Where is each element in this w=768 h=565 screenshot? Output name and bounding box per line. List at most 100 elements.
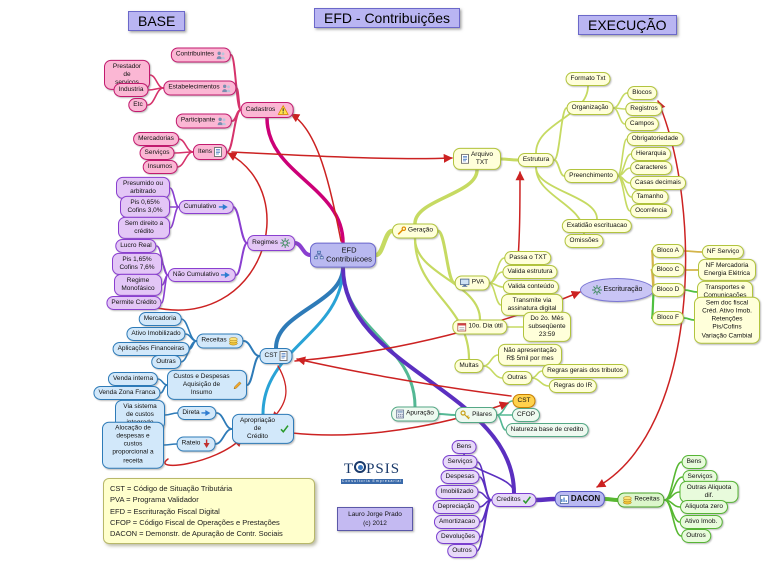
- node-insumos[interactable]: Insumos: [142, 159, 178, 175]
- node-lucroreal[interactable]: Lucro Real: [115, 238, 157, 254]
- node-ativoimob2[interactable]: Ativo Imob.: [679, 514, 723, 530]
- node-caracteres[interactable]: Caracteres: [630, 160, 672, 176]
- node-regrasir[interactable]: Regras do IR: [548, 378, 598, 394]
- node-regimes[interactable]: Regimes: [247, 235, 295, 251]
- node-blocoa[interactable]: Bloco A: [651, 243, 685, 259]
- node-label: Omissões: [569, 236, 599, 244]
- node-aliquotazero[interactable]: Aliquota zero: [680, 499, 728, 515]
- header-title: EFD - Contribuições: [314, 8, 461, 28]
- node-validaestr[interactable]: Valida estrutura: [502, 264, 558, 280]
- node-escrituracao[interactable]: Escrituração: [580, 278, 654, 302]
- node-semdireito[interactable]: Sem direito a crédito: [118, 216, 170, 240]
- node-semdoc[interactable]: Sem doc fiscal Créd. Ativo Imob. Retençõ…: [694, 296, 760, 344]
- node-label: Pis 0,65% Cofins 3,0%: [127, 198, 163, 214]
- node-do2o[interactable]: Do 2o. Mês subseqüente 23:59: [523, 311, 571, 343]
- node-multas[interactable]: Multas: [454, 358, 484, 374]
- node-outrasaliq[interactable]: Outras Aliquota dif.: [679, 480, 739, 504]
- node-naoapres[interactable]: Não apresentação R$ 5mil por mes: [498, 343, 562, 367]
- node-geracao[interactable]: Geração: [392, 223, 438, 239]
- node-servicosc[interactable]: Serviços: [442, 454, 478, 470]
- node-dacon[interactable]: DACON: [554, 491, 606, 507]
- node-regrasgerais[interactable]: Regras gerais dos tributos: [542, 363, 628, 379]
- node-pva[interactable]: PVA: [454, 275, 490, 291]
- node-alocacao[interactable]: Alocação de despesas e custos proporcion…: [102, 421, 164, 469]
- node-cadastros[interactable]: Cadastros: [240, 102, 294, 118]
- node-blococ[interactable]: Bloco C: [651, 262, 685, 278]
- node-despesas[interactable]: Despesas: [440, 469, 480, 485]
- node-registros[interactable]: Registros: [625, 101, 663, 117]
- node-passa[interactable]: Passa o TXT: [504, 250, 552, 266]
- node-casasdecimais[interactable]: Casas decimais: [630, 175, 686, 191]
- node-direta[interactable]: Direta: [177, 405, 217, 421]
- node-cstorange[interactable]: CST: [512, 393, 536, 409]
- node-contribuintes[interactable]: Contribuintes: [170, 47, 232, 63]
- node-imobilizado[interactable]: Imobilizado: [435, 484, 479, 500]
- node-vendainterna[interactable]: Venda interna: [107, 371, 159, 387]
- node-label: Ativo Imobilizado: [131, 329, 181, 337]
- node-mercadorias[interactable]: Mercadorias: [133, 131, 179, 147]
- node-estrutura[interactable]: Estrutura: [517, 152, 555, 168]
- node-cstb[interactable]: CST: [259, 348, 293, 364]
- node-pis165[interactable]: Pis 1,65% Cofins 7,6%: [112, 252, 162, 276]
- node-presumido[interactable]: Presumido ou arbitrado: [116, 176, 170, 200]
- node-nfservico[interactable]: NF Serviço: [701, 244, 745, 260]
- node-blocod[interactable]: Bloco D: [651, 282, 685, 298]
- node-organizacao[interactable]: Organização: [566, 100, 614, 116]
- node-exatidao[interactable]: Exatidão escrituacao: [561, 218, 633, 234]
- node-apuracao[interactable]: Apuração: [391, 406, 439, 422]
- node-validacont[interactable]: Valida conteúdo: [502, 279, 560, 295]
- node-itens[interactable]: Itens: [192, 144, 228, 160]
- node-mercadoria[interactable]: Mercadoria: [138, 311, 182, 327]
- node-preenchimento[interactable]: Preenchimento: [564, 168, 618, 184]
- node-servicos[interactable]: Serviços: [139, 145, 175, 161]
- node-creditos[interactable]: Creditos: [491, 492, 537, 508]
- node-depreciacao[interactable]: Depreciação: [432, 499, 480, 515]
- node-hierarquia[interactable]: Hierarquia: [631, 146, 671, 162]
- node-amortizacao[interactable]: Amortizacao: [433, 514, 481, 530]
- node-label: Formato Txt: [570, 74, 606, 82]
- node-devolucoes[interactable]: Devoluções: [436, 529, 480, 545]
- node-obrigatoriedade[interactable]: Obrigatoriedade: [626, 131, 684, 147]
- node-apropriacao[interactable]: Apropriação de Crédito: [232, 413, 294, 445]
- node-industria[interactable]: Industria: [113, 82, 149, 98]
- node-participante[interactable]: Participante: [175, 113, 233, 129]
- node-pilares[interactable]: Pilares: [455, 407, 497, 423]
- node-outros2[interactable]: Outros: [681, 528, 711, 544]
- node-outrasb[interactable]: Outras: [151, 354, 181, 370]
- node-cfop[interactable]: CFOP: [511, 407, 541, 423]
- node-etc[interactable]: Etc: [128, 97, 148, 113]
- node-dia10[interactable]: 10o. Dia útil: [452, 319, 508, 335]
- node-bensc[interactable]: Bens: [451, 439, 477, 455]
- node-permitecred[interactable]: Permite Crédito: [106, 295, 162, 311]
- node-bens2[interactable]: Bens: [681, 454, 707, 470]
- node-regimemono[interactable]: Regime Monofásico: [114, 273, 162, 297]
- node-rateio[interactable]: Rateio: [176, 436, 216, 452]
- node-nfmerc[interactable]: NF Mercadoria Energia Elétrica: [698, 258, 756, 282]
- node-ativoimob[interactable]: Ativo Imobilizado: [126, 326, 186, 342]
- node-label: Venda interna: [112, 374, 154, 382]
- node-ocorrencia[interactable]: Ocorrência: [630, 203, 672, 219]
- node-aplicacoes[interactable]: Aplicações Financeiras: [112, 341, 190, 357]
- node-blocof[interactable]: Bloco F: [651, 310, 685, 326]
- node-receitasg[interactable]: Receitas: [617, 492, 665, 508]
- node-custos[interactable]: Custos e Despesas Aquisição de Insumo: [167, 369, 247, 401]
- node-formato[interactable]: Formato Txt: [565, 71, 611, 87]
- calc-icon: [396, 409, 404, 419]
- node-natureza[interactable]: Natureza base de credito: [505, 422, 589, 438]
- node-receitasb[interactable]: Receitas: [196, 333, 244, 349]
- node-label: Estabelecimentos: [168, 83, 220, 91]
- node-center[interactable]: EFD Contribuicoes: [310, 242, 376, 268]
- node-arquivotxt[interactable]: Arquivo TXT: [453, 147, 501, 171]
- node-campos[interactable]: Campos: [624, 116, 660, 132]
- node-blocos[interactable]: Blocos: [627, 85, 657, 101]
- node-vendazf[interactable]: Venda Zona Franca: [93, 385, 161, 401]
- node-cumulativo[interactable]: Cumulativo: [178, 199, 234, 215]
- node-outrasm[interactable]: Outras: [502, 370, 532, 386]
- node-estabelecimentos[interactable]: Estabelecimentos: [163, 80, 237, 96]
- node-label: Serviços: [687, 472, 713, 480]
- node-tamanho[interactable]: Tamanho: [631, 189, 669, 205]
- node-naocumulativo[interactable]: Não Cumulativo: [167, 267, 237, 283]
- node-pis065[interactable]: Pis 0,65% Cofins 3,0%: [120, 195, 170, 219]
- node-omissoes[interactable]: Omissões: [564, 233, 604, 249]
- node-outrosc[interactable]: Outros: [447, 543, 477, 559]
